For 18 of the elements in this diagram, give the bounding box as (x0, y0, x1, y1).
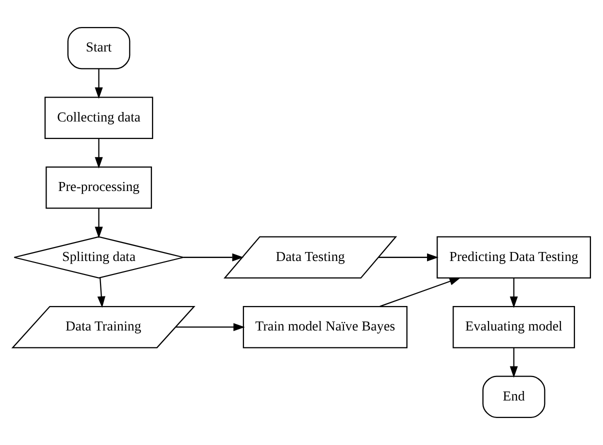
node-box: Train model Naïve Bayes (242, 306, 408, 348)
arrow (379, 277, 461, 308)
arrow (378, 253, 438, 262)
node-box: Start (67, 27, 130, 70)
arrow (510, 348, 518, 378)
arrow (94, 208, 103, 238)
node-diamond: Splitting data (14, 236, 184, 279)
node-box: End (482, 376, 546, 418)
arrow (510, 278, 518, 308)
arrow (176, 323, 245, 332)
node-box: Pre-processing (46, 166, 152, 209)
arrow (97, 278, 106, 308)
arrow (94, 68, 103, 99)
node-box: Predicting Data Testing (436, 236, 591, 279)
arrow (94, 138, 103, 169)
node-box: Evaluating model (452, 306, 575, 348)
arrow (184, 253, 244, 262)
node-box: Collecting data (44, 96, 154, 140)
